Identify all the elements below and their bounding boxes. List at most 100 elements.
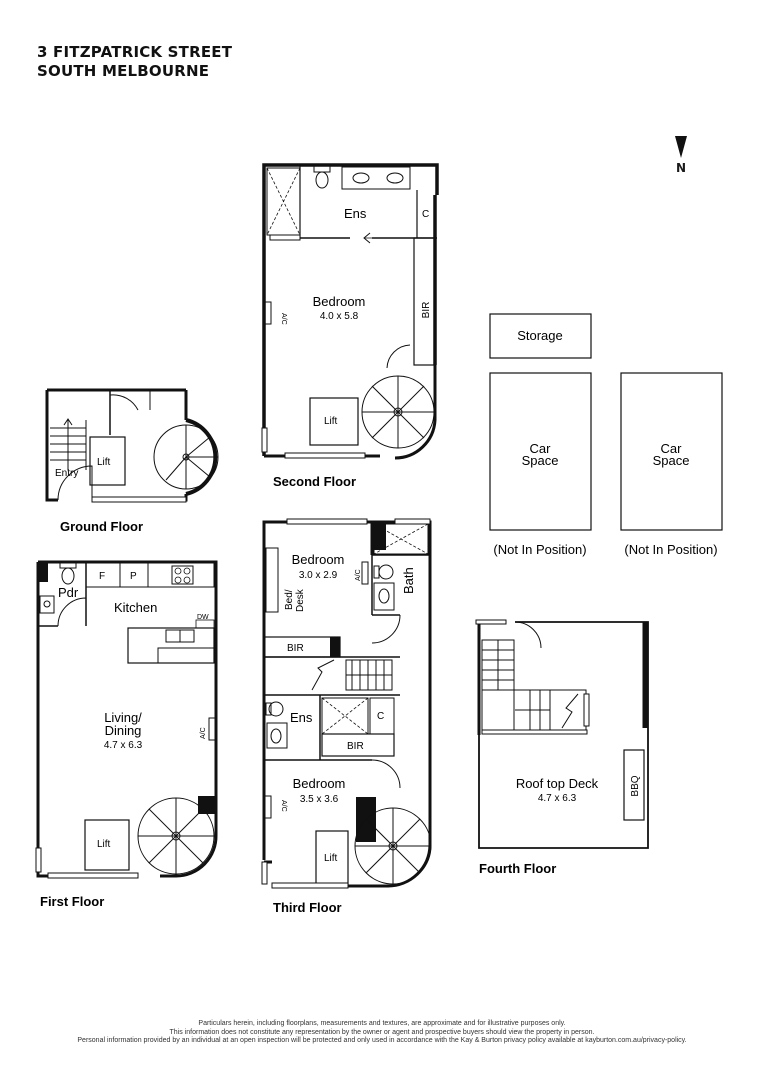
first-curve-wall <box>160 795 218 878</box>
first-pantry-label: P <box>130 571 137 582</box>
outbuildings: Storage Car Space (Not In Position) Car … <box>489 313 723 557</box>
first-spiral-stair <box>137 797 215 875</box>
third-floor-label: Third Floor <box>273 900 342 915</box>
disclaimer-line-2: This information does not constitute any… <box>169 1028 595 1036</box>
first-powder-door <box>57 597 87 627</box>
third-lift-label: Lift <box>324 853 338 864</box>
fourth-deck-label: Roof top Deck <box>516 776 599 791</box>
disclaimer-line-3: Personal information provided by an indi… <box>77 1037 687 1044</box>
third-ac-unit-1 <box>361 561 369 585</box>
first-fridge-label: F <box>99 571 105 582</box>
first-toilet-icon <box>61 567 75 585</box>
second-curve-wall <box>394 365 437 460</box>
second-floor-plan: Ens C Bedroom 4.0 x 5.8 A/C BIR Lift Sec… <box>261 163 439 489</box>
first-ac-unit <box>208 717 216 741</box>
car-space-2 <box>620 372 723 531</box>
third-stairs <box>311 659 393 691</box>
ground-entry-label: Entry <box>55 468 78 479</box>
third-bedroom1-dims: 3.0 x 2.9 <box>299 570 338 581</box>
first-floor-plan: Pdr F P Kitchen DW Living/ Dining 4.7 x … <box>35 560 218 909</box>
fourth-floor-label: Fourth Floor <box>479 861 556 876</box>
first-kitchen-bench <box>85 562 215 588</box>
third-bedroom1-label: Bedroom <box>292 552 345 567</box>
third-ac-unit-2 <box>264 795 272 819</box>
fourth-bbq-label: BBQ <box>630 775 641 796</box>
third-cupboard-label: C <box>377 711 384 722</box>
north-indicator: N <box>669 136 693 175</box>
ground-stairs <box>50 418 87 470</box>
second-bedroom-dims: 4.0 x 5.8 <box>320 311 359 322</box>
car-space-1-line1: Car <box>530 441 552 456</box>
address-suburb: SOUTH MELBOURNE <box>37 62 210 80</box>
disclaimer-line-1: Particulars herein, including floorplans… <box>198 1020 566 1027</box>
second-bir <box>413 237 436 366</box>
third-bir2-label: BIR <box>347 741 364 752</box>
car-space-2-note: (Not In Position) <box>624 542 717 557</box>
third-bedroom2-dims: 3.5 x 3.6 <box>300 794 339 805</box>
ground-lift-label: Lift <box>97 457 111 468</box>
first-kitchen-label: Kitchen <box>114 600 157 615</box>
first-lift-label: Lift <box>97 839 111 850</box>
third-ensuite-label: Ens <box>290 710 313 725</box>
ground-lift-box <box>89 436 126 486</box>
third-bir1-label: BIR <box>287 643 304 654</box>
first-living-label: Living/ <box>104 710 142 725</box>
ground-floor-plan: Entry Lift Ground Floor <box>45 388 219 534</box>
third-ac2-label: A/C <box>280 800 287 812</box>
ground-spiral-stair <box>153 424 219 490</box>
third-ens-shower <box>321 697 369 735</box>
third-toilet-icon <box>378 564 394 580</box>
first-floor-label: First Floor <box>40 894 104 909</box>
third-bed-desk-line1: Bed/ <box>284 589 295 610</box>
second-ac-unit <box>264 301 272 325</box>
car-space-2-line2: Space <box>653 453 690 468</box>
storage-box <box>489 313 592 359</box>
second-bir-label: BIR <box>421 302 432 319</box>
third-spiral-stair <box>354 807 432 885</box>
third-bed-desk <box>265 547 279 613</box>
third-bir-2 <box>321 733 395 757</box>
second-lift-box <box>309 397 359 446</box>
floor-plan: Entry Lift Ground Floor <box>35 163 723 915</box>
car-space-1 <box>489 372 592 531</box>
third-ens-toilet-icon <box>268 701 284 717</box>
second-floor-label: Second Floor <box>273 474 356 489</box>
ground-floor-label: Ground Floor <box>60 519 143 534</box>
third-bath-basin <box>373 582 395 611</box>
first-basin <box>39 595 55 614</box>
address-street: 3 FITZPATRICK STREET <box>37 43 233 61</box>
third-floor-plan: Bedroom 3.0 x 2.9 Bed/ Desk A/C Bath BIR… <box>261 518 432 915</box>
north-arrow-icon <box>675 136 687 158</box>
third-bed-desk-line2: Desk <box>295 588 306 612</box>
first-dining-label: Dining <box>105 723 142 738</box>
fourth-bbq-unit <box>623 749 645 821</box>
third-bath-label: Bath <box>401 567 416 594</box>
disclaimer: Particulars herein, including floorplans… <box>0 1020 764 1046</box>
car-space-1-line2: Space <box>522 453 559 468</box>
second-spiral-stair <box>361 375 435 449</box>
first-island-bench <box>127 627 215 664</box>
third-bedroom2-label: Bedroom <box>293 776 346 791</box>
second-cupboard-label: C <box>422 209 429 220</box>
first-ac-label: A/C <box>200 727 207 739</box>
first-cooktop-icon <box>171 565 194 585</box>
second-ensuite-label: Ens <box>344 206 367 221</box>
third-curve-wall <box>350 595 432 888</box>
first-lift-box <box>84 819 130 871</box>
second-lift-label: Lift <box>324 416 338 427</box>
fourth-floor-plan: Roof top Deck 4.7 x 6.3 BBQ Fourth Floor <box>475 619 649 876</box>
second-toilet-icon <box>315 171 329 189</box>
car-space-1-note: (Not In Position) <box>493 542 586 557</box>
second-ac-label: A/C <box>280 313 287 325</box>
property-address: 3 FITZPATRICK STREET SOUTH MELBOURNE <box>37 43 232 81</box>
first-dishwasher-label: DW <box>197 614 209 621</box>
fourth-deck-dims: 4.7 x 6.3 <box>538 793 577 804</box>
second-vanity <box>341 166 411 190</box>
third-ens-basin <box>266 722 288 749</box>
fourth-floor-walls <box>478 621 649 849</box>
car-space-2-line1: Car <box>661 441 683 456</box>
first-living-dims: 4.7 x 6.3 <box>104 740 143 751</box>
storage-label: Storage <box>517 328 563 343</box>
second-bedroom-label: Bedroom <box>313 294 366 309</box>
first-powder-label: Pdr <box>58 585 79 600</box>
